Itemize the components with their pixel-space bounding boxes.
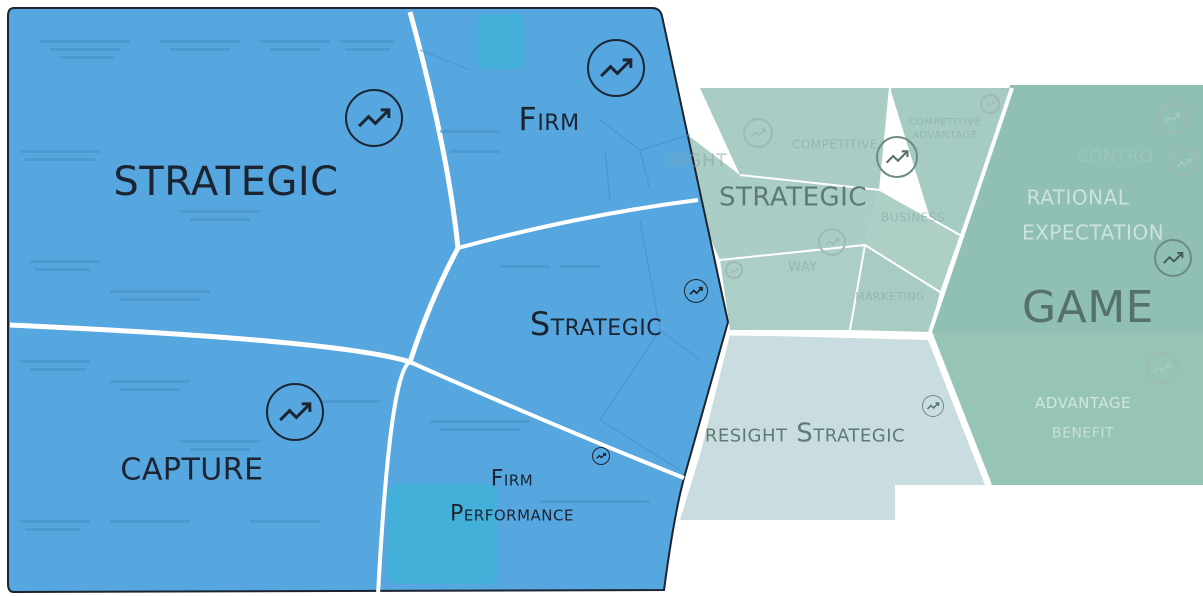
- trend-up-icon[interactable]: [1154, 239, 1192, 277]
- cell-advantage[interactable]: [930, 332, 1203, 485]
- trend-up-icon[interactable]: [345, 89, 403, 147]
- trend-up-icon[interactable]: [684, 279, 708, 303]
- cell-competitive-advantage[interactable]: [890, 88, 1012, 235]
- label-firm: Firm: [518, 100, 580, 139]
- cell-way[interactable]: [720, 245, 865, 330]
- label-benefit: BENEFIT: [1051, 425, 1115, 442]
- trend-up-icon[interactable]: [725, 261, 743, 279]
- label-firm-performance-1: Firm: [490, 466, 534, 492]
- cell-competitive[interactable]: [700, 88, 890, 190]
- trend-up-icon[interactable]: [266, 383, 324, 441]
- trend-up-icon[interactable]: [587, 39, 645, 97]
- label-competitive-advantage-1: COMPETITIVE: [908, 116, 982, 128]
- label-strategic-mid: STRATEGIC: [719, 182, 867, 213]
- label-capture: CAPTURE: [120, 452, 264, 488]
- cell-business[interactable]: [865, 190, 960, 292]
- label-advantage: ADVANTAGE: [1035, 394, 1131, 413]
- trend-up-icon[interactable]: [1146, 352, 1178, 384]
- trend-up-icon[interactable]: [980, 94, 1000, 114]
- label-business: BUSINESS: [881, 210, 945, 225]
- cell-marketing[interactable]: [850, 245, 940, 332]
- cell-strategic-mid[interactable]: [668, 120, 880, 260]
- label-way: WAY: [788, 260, 818, 276]
- cell-foresight-strategic[interactable]: [680, 335, 985, 520]
- label-marketing: MARKETING: [854, 290, 926, 304]
- trend-up-icon[interactable]: [592, 447, 610, 465]
- label-control-partial: CONTRO: [1076, 147, 1154, 168]
- cell-game[interactable]: [930, 85, 1203, 332]
- label-competitive: COMPETITIVE: [791, 137, 879, 152]
- label-strategic-main: STRATEGIC: [113, 159, 339, 205]
- label-right-partial: RIGHT: [668, 150, 728, 172]
- trend-up-icon[interactable]: [922, 395, 944, 417]
- trend-up-icon[interactable]: [818, 228, 846, 256]
- highlight-tile-top[interactable]: [478, 14, 523, 69]
- highlight-tile-bottom[interactable]: [388, 484, 498, 584]
- label-expectation: EXPECTATION: [1021, 220, 1165, 245]
- label-foresight-strategic: resight Strategic: [704, 418, 906, 449]
- trend-up-icon[interactable]: [1170, 149, 1198, 177]
- trend-up-icon[interactable]: [1157, 103, 1187, 133]
- label-rational: RATIONAL: [1026, 185, 1130, 210]
- label-game: GAME: [1022, 281, 1154, 333]
- label-strategic-small: Strategic: [529, 305, 663, 344]
- trend-up-icon[interactable]: [743, 118, 773, 148]
- label-competitive-advantage-2: ADVANTAGE: [912, 129, 978, 141]
- blue-group-outline: [7, 7, 730, 594]
- trend-up-icon[interactable]: [876, 136, 918, 178]
- label-firm-performance-2: Performance: [450, 501, 574, 527]
